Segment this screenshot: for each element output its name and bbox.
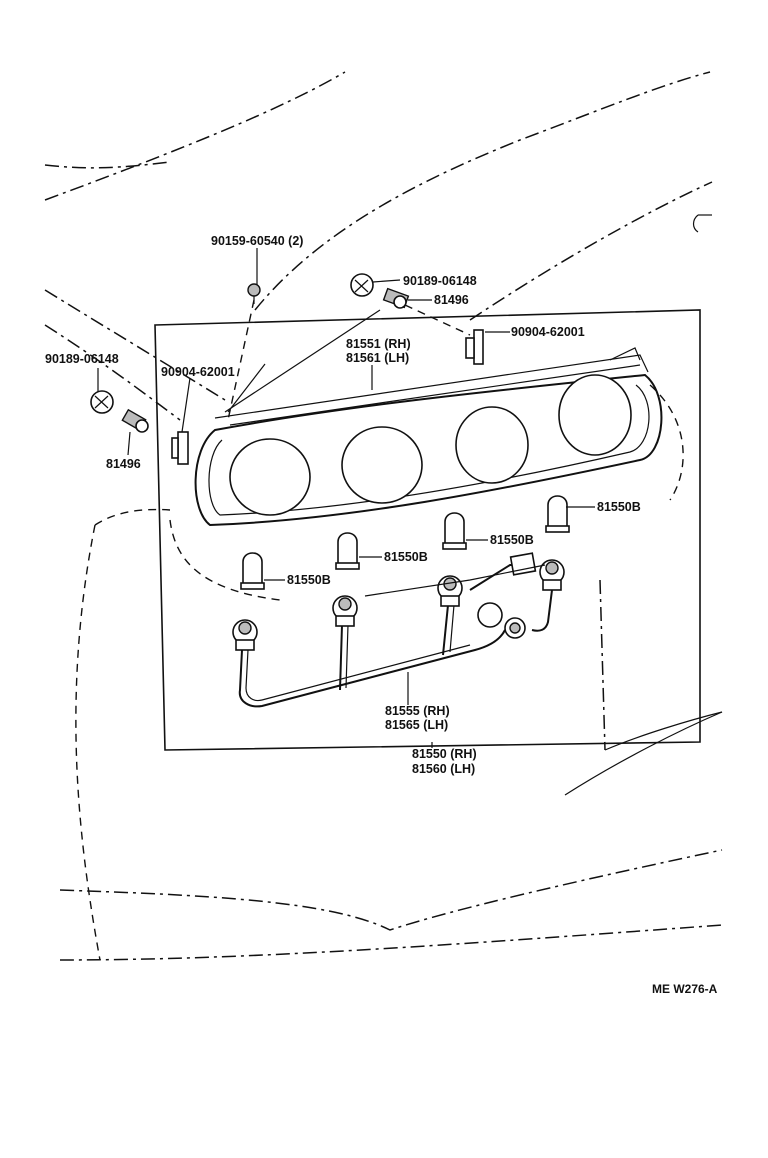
label-81550-rh: 81550 (RH) [412,747,477,761]
clip-90189-left [90,390,114,414]
label-81550b-2: 81550B [384,550,428,564]
screw-81496-left [121,408,149,433]
label-81496-left: 81496 [106,457,141,471]
bulb-81550b-1 [240,552,265,590]
clip-90189-top [350,273,374,297]
label-90904-62001-left: 90904-62001 [161,365,235,379]
label-81496-top: 81496 [434,293,469,307]
nut-90159 [247,283,261,304]
socket-4 [539,559,565,591]
label-81550b-1: 81550B [287,573,331,587]
drawing-code: ME W276-A [652,982,718,996]
label-81550b-4: 81550B [597,500,641,514]
lamp-housing [194,347,663,527]
vehicle-body-outline [44,71,723,961]
bulb-81550b-3 [442,512,467,550]
leader-lines [97,248,595,748]
label-81551-rh: 81551 (RH) [346,337,411,351]
label-90189-06148-top: 90189-06148 [403,274,477,288]
clip-90904-right [465,329,484,365]
label-81561-lh: 81561 (LH) [346,351,409,365]
label-81565-lh: 81565 (LH) [385,718,448,732]
wiring-harness [238,552,553,708]
assembly-frame [154,309,701,751]
socket-3 [437,575,463,607]
screw-81496-top [382,287,410,309]
socket-2 [332,595,358,627]
label-81560-lh: 81560 (LH) [412,762,475,776]
bulb-81550b-4 [545,495,570,533]
clip-90904-left [171,431,189,465]
socket-1 [232,619,258,651]
bulb-81550b-2 [335,532,360,570]
label-90189-06148-left: 90189-06148 [45,352,119,366]
label-90159-60540: 90159-60540 (2) [211,234,303,248]
label-81550b-3: 81550B [490,533,534,547]
label-81555-rh: 81555 (RH) [385,704,450,718]
label-90904-62001-right: 90904-62001 [511,325,585,339]
